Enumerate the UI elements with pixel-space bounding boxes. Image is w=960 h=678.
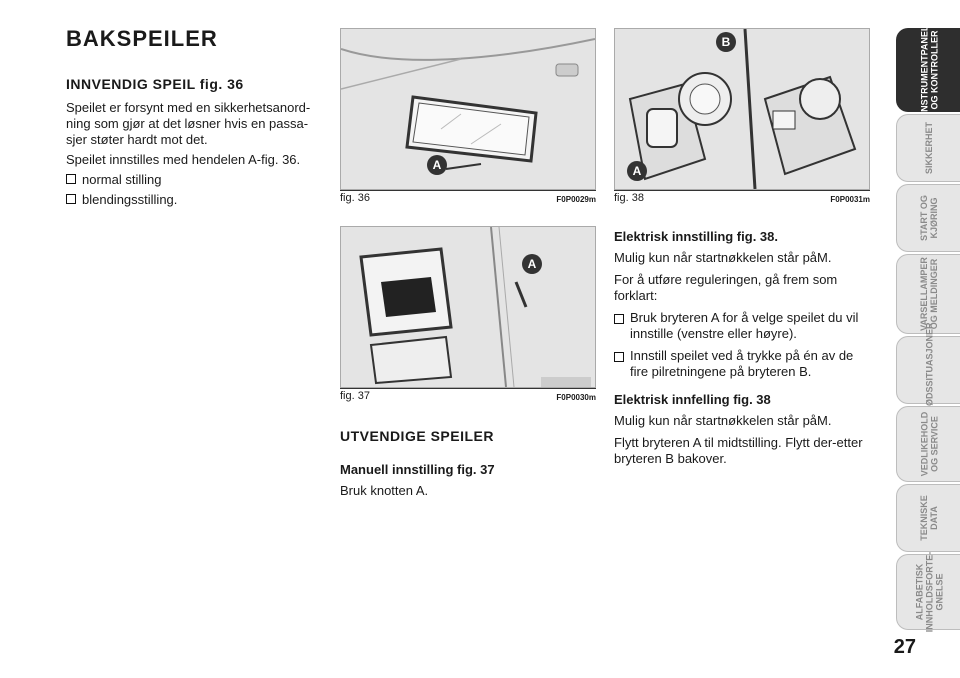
figure-36-image: A <box>340 28 596 190</box>
figure-38-caption: fig. 38 F0P0031m <box>614 192 870 204</box>
callout-a-icon: A <box>427 155 447 175</box>
figure-rule <box>340 190 596 191</box>
electric-adjust-heading: Elektrisk innstilling fig. 38. <box>614 229 778 244</box>
figure-code: F0P0030m <box>556 393 596 402</box>
page-number: 27 <box>893 636 916 658</box>
interior-mirror-illustration <box>341 38 595 170</box>
tab-vedlikehold[interactable]: VEDLIKEHOLD OG SERVICE <box>896 406 960 482</box>
interior-mirror-heading: INNVENDIG SPEIL fig. 36 <box>66 76 244 92</box>
callout-b-icon: B <box>716 32 736 52</box>
right-column: Elektrisk innstilling fig. 38. Mulig kun… <box>614 229 870 467</box>
checkbox-bullet-icon <box>66 194 76 204</box>
figure-38-image: B A <box>614 28 870 190</box>
tab-nodssituasjoner[interactable]: I NØDSSITUASJONER <box>896 322 960 418</box>
list-item: Innstill speilet ved å trykke på én av d… <box>614 348 870 380</box>
interior-mirror-adjust-text: Speilet innstilles med hendelen A-fig. 3… <box>66 152 301 167</box>
figure-caption: fig. 38 <box>614 192 644 204</box>
exterior-mirror-illustration <box>359 227 591 387</box>
tab-varsellamper[interactable]: VARSELLAMPER OG MELDINGER <box>896 254 960 334</box>
tab-alfabetisk[interactable]: ALFABETISK INNHOLDSFORTE- GNELSE <box>896 552 960 632</box>
left-column: INNVENDIG SPEIL fig. 36 Speilet er forsy… <box>66 76 324 208</box>
list-item: blendingsstilling. <box>66 192 324 208</box>
callout-a-icon: A <box>522 254 542 274</box>
list-item: normal stilling <box>66 172 324 188</box>
figure-37-caption: fig. 37 F0P0030m <box>340 390 596 402</box>
figure-rule <box>614 190 870 191</box>
figure-37-image: A <box>340 226 596 388</box>
electric-fold-text: Flytt bryteren A til midtstilling. Flytt… <box>614 435 863 466</box>
checkbox-bullet-icon <box>614 314 624 324</box>
tab-tekniske-data[interactable]: TEKNISKE DATA <box>896 484 960 552</box>
electric-fold-heading: Elektrisk innfelling fig. 38 <box>614 392 771 407</box>
electric-adjust-condition: Mulig kun når startnøkkelen står påM. <box>614 250 832 265</box>
manual-adjust-heading: Manuell innstilling fig. 37 <box>340 462 495 477</box>
electric-adjust-intro: For å utføre reguleringen, gå frem som f… <box>614 272 838 303</box>
mirror-switch-illustration <box>628 29 857 189</box>
figure-code: F0P0031m <box>830 195 870 204</box>
list-item: Bruk bryteren A for å velge speilet du v… <box>614 310 870 342</box>
exterior-mirrors-heading: UTVENDIGE SPEILER <box>340 428 494 444</box>
callout-a-icon: A <box>627 161 647 181</box>
figure-caption: fig. 36 <box>340 192 370 204</box>
tab-sikkerhet[interactable]: SIKKERHET <box>896 114 960 182</box>
page-title: BAKSPEILER <box>66 26 218 51</box>
figure-caption: fig. 37 <box>340 390 370 402</box>
tab-instrumentpanel[interactable]: INSTRUMENTPANEL OG KONTROLLER <box>896 26 960 114</box>
manual-adjust-text: Bruk knotten A. <box>340 483 429 498</box>
tab-start-og-kjoring[interactable]: START OG KJØRING <box>896 184 960 252</box>
electric-fold-condition: Mulig kun når startnøkkelen står påM. <box>614 413 832 428</box>
figure-code: F0P0029m <box>556 195 596 204</box>
figure-36-caption: fig. 36 F0P0029m <box>340 192 596 204</box>
checkbox-bullet-icon <box>614 352 624 362</box>
figure-rule <box>340 388 596 389</box>
interior-mirror-paragraph: Speilet er forsynt med en sikkerhetsanor… <box>66 100 311 147</box>
middle-column: UTVENDIGE SPEILER Manuell innstilling fi… <box>340 428 596 499</box>
checkbox-bullet-icon <box>66 174 76 184</box>
